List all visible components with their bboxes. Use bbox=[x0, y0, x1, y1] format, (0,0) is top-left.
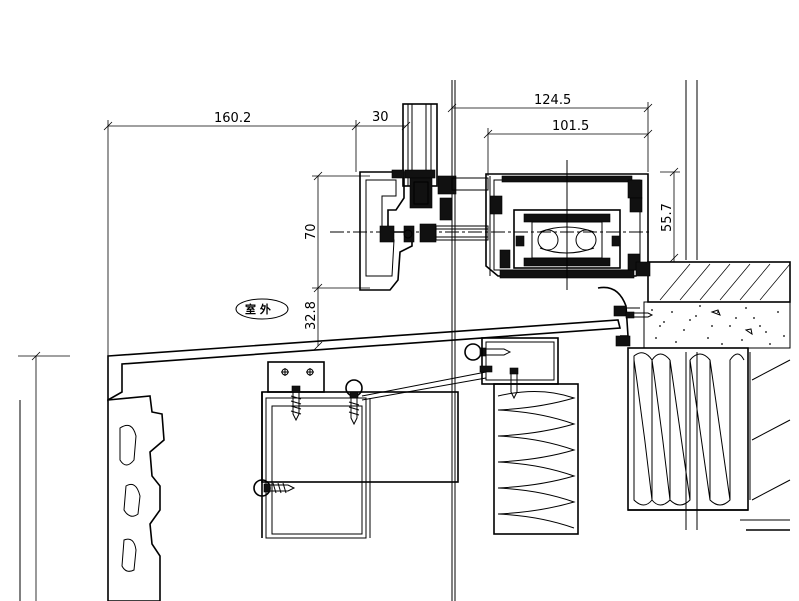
aluminium-frame-profile bbox=[359, 169, 489, 291]
reference-lines bbox=[19, 80, 698, 601]
left-decorative-profile bbox=[107, 395, 165, 601]
screw-icon bbox=[345, 379, 363, 426]
wall-hatching bbox=[628, 347, 791, 531]
screw-icon bbox=[509, 367, 519, 400]
dim-70: 70 bbox=[304, 223, 319, 240]
dim-30: 30 bbox=[372, 110, 389, 125]
thermal-break-core bbox=[513, 160, 621, 290]
insulation-right bbox=[627, 347, 751, 511]
screw-icon bbox=[290, 385, 302, 422]
insulated-glass-unit bbox=[402, 103, 438, 209]
dim-124-5: 124.5 bbox=[534, 93, 571, 108]
stone-slab bbox=[635, 261, 791, 303]
bolt-assembly bbox=[330, 223, 650, 243]
screw-icon bbox=[464, 343, 512, 361]
screw-icon bbox=[625, 311, 654, 319]
exterior-label-text: 室 外 bbox=[245, 302, 271, 316]
insulation-middle bbox=[493, 383, 579, 535]
dim-101-5: 101.5 bbox=[552, 119, 589, 134]
bracket-angle bbox=[597, 286, 640, 347]
tube-box bbox=[479, 337, 559, 385]
screw-fasteners bbox=[253, 311, 654, 497]
screw-icon bbox=[253, 479, 296, 497]
dim-160-2: 160.2 bbox=[214, 111, 251, 126]
concrete-layer bbox=[643, 301, 791, 349]
exterior-label: 室 外 bbox=[235, 298, 289, 320]
dimension-texts: 160.2 30 124.5 101.5 55.7 70 32.8 bbox=[214, 93, 675, 330]
sloped-flashing-plate bbox=[107, 319, 622, 402]
support-bracket bbox=[261, 361, 459, 539]
dim-32-8: 32.8 bbox=[304, 301, 319, 330]
dim-55-7: 55.7 bbox=[660, 203, 675, 232]
